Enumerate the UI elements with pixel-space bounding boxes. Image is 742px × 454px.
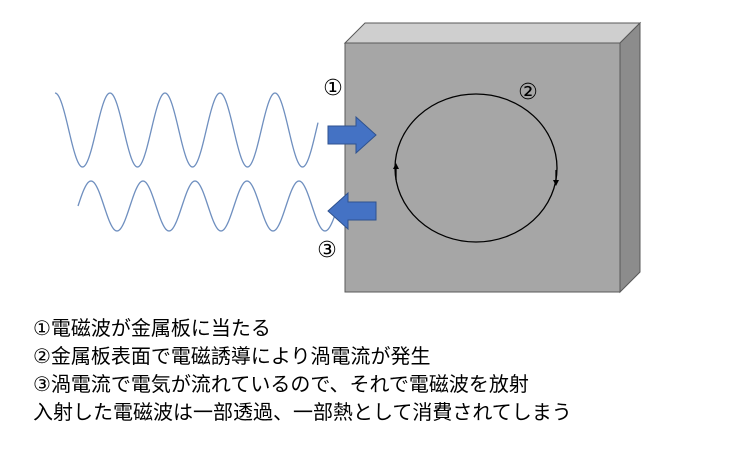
metal-plate (343, 21, 642, 294)
incident-wave (54, 92, 319, 168)
caption-line-4: 入射した電磁波は一部透過、一部熱として消費されてしまう (33, 400, 572, 424)
step3-label: ③ (317, 238, 337, 263)
step1-label: ① (323, 76, 343, 101)
reflected-wave (77, 180, 341, 232)
emitted-arrow (327, 191, 377, 231)
caption-line-3: ③渦電流で電気が流れているので、それで電磁波を放射 (33, 372, 529, 396)
metal-plate-top (343, 22, 642, 44)
step2-label: ② (518, 80, 538, 105)
caption-line-2: ②金属板表面で電磁誘導により渦電流が発生 (33, 344, 431, 368)
metal-plate-front (344, 42, 621, 293)
explanation-text: ①電磁波が金属板に当たる ②金属板表面で電磁誘導により渦電流が発生 ③渦電流で電… (33, 314, 572, 426)
metal-plate-side (619, 21, 641, 294)
incident-arrow (327, 115, 377, 155)
caption-line-1: ①電磁波が金属板に当たる (33, 316, 271, 340)
